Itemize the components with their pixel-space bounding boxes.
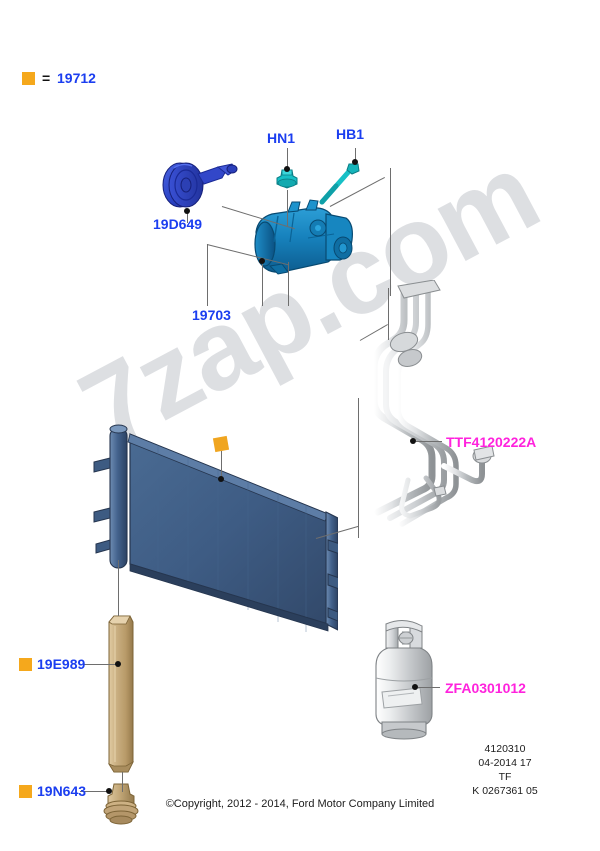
callout-label-19d649[interactable]: 19D649 xyxy=(153,216,203,232)
marker-orange-square-19n643-icon xyxy=(19,785,32,798)
leader-line-19n643 xyxy=(80,791,107,792)
refrigerant-cylinder-illustration xyxy=(375,620,433,740)
leader-line-hn1 xyxy=(287,148,288,170)
leader-dot-hn1 xyxy=(284,166,290,172)
legend-orange-square-icon xyxy=(22,72,35,85)
callout-label-19e989[interactable]: 19E989 xyxy=(37,656,86,672)
leader-line-desiccant-cap xyxy=(122,772,123,792)
leader-line-hn1-lower xyxy=(287,190,288,226)
leader-line-condenser-marker xyxy=(221,451,222,479)
leader-dot-ttf xyxy=(410,438,416,444)
compressor-valve-illustration xyxy=(276,169,298,189)
callout-label-ttf4120222a[interactable]: TTF4120222A xyxy=(446,434,537,450)
leader-line-19e989 xyxy=(84,664,116,665)
legend-part-number[interactable]: 19712 xyxy=(57,70,96,86)
leader-dot-19703 xyxy=(259,258,265,264)
leader-line-19703-vertical xyxy=(262,264,263,306)
callout-label-19703[interactable]: 19703 xyxy=(192,307,231,323)
sheet-code: K 0267361 05 xyxy=(472,785,538,797)
leader-dot-19d649 xyxy=(184,208,190,214)
leader-line-zfa xyxy=(418,687,440,688)
callout-label-hn1[interactable]: HN1 xyxy=(267,130,296,146)
receiver-drier-desiccant-illustration xyxy=(108,615,134,773)
date-code: 04-2014 17 xyxy=(478,757,532,769)
document-info-block: 4120310 04-2014 17 TF K 0267361 05 xyxy=(430,742,580,798)
compressor-clutch-pulley-illustration xyxy=(162,162,238,208)
market-code: TF xyxy=(498,771,512,783)
air-conditioning-hose-assembly-illustration xyxy=(370,280,495,527)
callout-label-19n643[interactable]: 19N643 xyxy=(37,783,87,799)
marker-orange-square-19e989-icon xyxy=(19,658,32,671)
leader-dot-condenser-marker xyxy=(218,476,224,482)
legend-equals-sign: = xyxy=(42,70,51,86)
leader-line-hb1 xyxy=(355,148,356,162)
leader-line-19d649 xyxy=(187,213,188,223)
condenser-illustration xyxy=(93,424,338,632)
drawing-number: 4120310 xyxy=(484,743,526,755)
air-conditioning-compressor-illustration xyxy=(254,199,353,275)
copyright-notice: ©Copyright, 2012 - 2014, Ford Motor Comp… xyxy=(165,798,435,810)
condenser-orange-marker-icon xyxy=(212,435,230,453)
leader-line-ttf xyxy=(416,441,442,442)
receiver-drier-cap-illustration xyxy=(103,783,139,825)
compressor-bolt-illustration xyxy=(319,163,360,205)
leader-dot-zfa xyxy=(412,684,418,690)
bracket-line-hose-lower xyxy=(358,398,359,538)
bracket-line-19703-right xyxy=(288,262,289,306)
callout-label-zfa0301012[interactable]: ZFA0301012 xyxy=(445,680,526,696)
leader-dot-19n643 xyxy=(106,788,112,794)
bracket-line-hose-upper xyxy=(388,288,389,340)
callout-label-hb1[interactable]: HB1 xyxy=(336,126,365,142)
bracket-line-hb1-right xyxy=(390,168,391,296)
bracket-line-19703-left xyxy=(207,244,208,306)
leader-dot-19e989 xyxy=(115,661,121,667)
leader-line-condenser-desiccant xyxy=(118,560,119,616)
leader-dot-hb1 xyxy=(352,159,358,165)
